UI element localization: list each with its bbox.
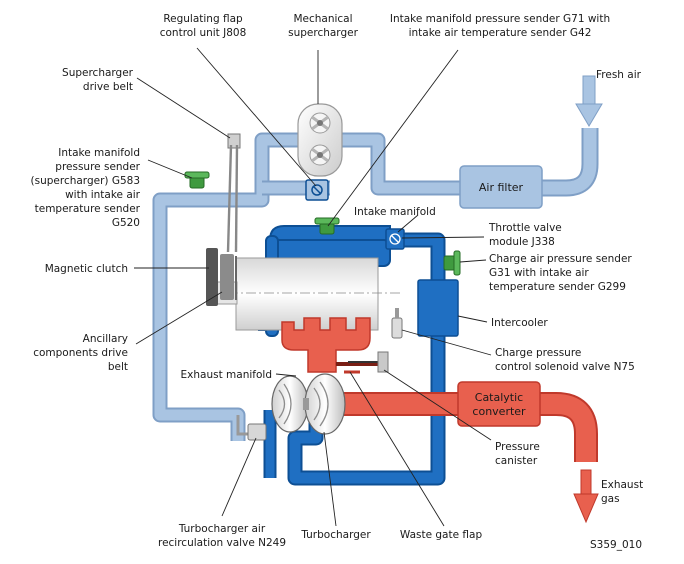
label-fresh-air: Fresh air xyxy=(596,69,642,81)
label-exhaust-gas-2: gas xyxy=(601,493,620,505)
sensor-g31 xyxy=(443,250,461,276)
label-g583-1: Intake manifold xyxy=(58,147,140,159)
intercooler xyxy=(417,279,459,337)
label-air-filter: Air filter xyxy=(479,181,524,194)
label-exhaust-manifold: Exhaust manifold xyxy=(181,369,272,381)
turbocharger xyxy=(271,373,346,435)
exhaust-gas-arrow xyxy=(573,469,599,524)
label-waste-gate: Waste gate flap xyxy=(400,529,483,541)
engine-block xyxy=(206,248,400,331)
charge-air-pipe-loop xyxy=(263,232,446,486)
throttle-valve-module xyxy=(385,228,405,250)
label-catalytic-converter-2: converter xyxy=(472,405,526,418)
label-pressure-canister-2: canister xyxy=(495,455,538,467)
label-recirc-valve-2: recirculation valve N249 xyxy=(158,537,286,549)
label-charge-pressure-valve-2: control solenoid valve N75 xyxy=(495,361,635,373)
fresh-air-arrow xyxy=(575,75,603,127)
label-supercharger-belt-2: drive belt xyxy=(83,81,133,93)
label-regulating-flap-1: Regulating flap xyxy=(163,13,243,25)
label-figure-code: S359_010 xyxy=(590,539,642,551)
label-intake-sender-g71-1: Intake manifold pressure sender G71 with xyxy=(390,13,610,25)
label-g583-6: G520 xyxy=(112,217,140,229)
label-intake-manifold: Intake manifold xyxy=(354,206,436,218)
labels: Regulating flap control unit J808 Mechan… xyxy=(31,13,644,551)
label-turbocharger: Turbocharger xyxy=(300,529,371,541)
label-regulating-flap-2: control unit J808 xyxy=(160,27,247,39)
air-filter xyxy=(459,165,543,209)
label-catalytic-converter-1: Catalytic xyxy=(475,391,523,404)
exhaust-manifold xyxy=(281,317,371,373)
label-charge-pressure-valve-1: Charge pressure xyxy=(495,347,581,359)
turbo-recirculation-valve xyxy=(236,415,267,441)
sensor-g583 xyxy=(184,171,210,189)
sensor-g71 xyxy=(314,217,340,235)
label-ancillary-belt-2: components drive xyxy=(33,347,128,359)
charge-pressure-valve xyxy=(391,308,403,339)
label-mechanical-supercharger-1: Mechanical xyxy=(293,13,352,25)
leader-lines xyxy=(134,47,492,527)
regulating-flap-unit xyxy=(305,179,329,201)
label-magnetic-clutch: Magnetic clutch xyxy=(45,263,128,275)
label-intercooler: Intercooler xyxy=(491,317,548,329)
mechanical-supercharger xyxy=(297,103,343,177)
pressure-canister xyxy=(348,351,389,373)
label-intake-sender-g71-2: intake air temperature sender G42 xyxy=(409,27,592,39)
label-mechanical-supercharger-2: supercharger xyxy=(288,27,358,39)
label-pressure-canister-1: Pressure xyxy=(495,441,540,453)
supercharger-drive-belt xyxy=(226,133,241,253)
label-ancillary-belt-3: belt xyxy=(108,361,128,373)
label-g583-3: (supercharger) G583 xyxy=(31,175,140,187)
supercharger-pipe-loop xyxy=(152,128,599,441)
label-g583-5: temperature sender xyxy=(35,203,141,215)
label-ancillary-belt-1: Ancillary xyxy=(83,333,128,345)
label-charge-air-sender-3: temperature sender G299 xyxy=(489,281,626,293)
label-g583-2: pressure sender xyxy=(55,161,140,173)
label-supercharger-belt-1: Supercharger xyxy=(62,67,134,79)
label-g583-4: with intake air xyxy=(65,189,141,201)
label-charge-air-sender-1: Charge air pressure sender xyxy=(489,253,632,265)
label-charge-air-sender-2: G31 with intake air xyxy=(489,267,589,279)
exhaust-pipe xyxy=(330,362,598,462)
label-throttle-valve-1: Throttle valve xyxy=(488,222,562,234)
label-exhaust-gas-1: Exhaust xyxy=(601,479,643,491)
label-recirc-valve-1: Turbocharger air xyxy=(178,523,266,535)
label-throttle-valve-2: module J338 xyxy=(489,236,555,248)
